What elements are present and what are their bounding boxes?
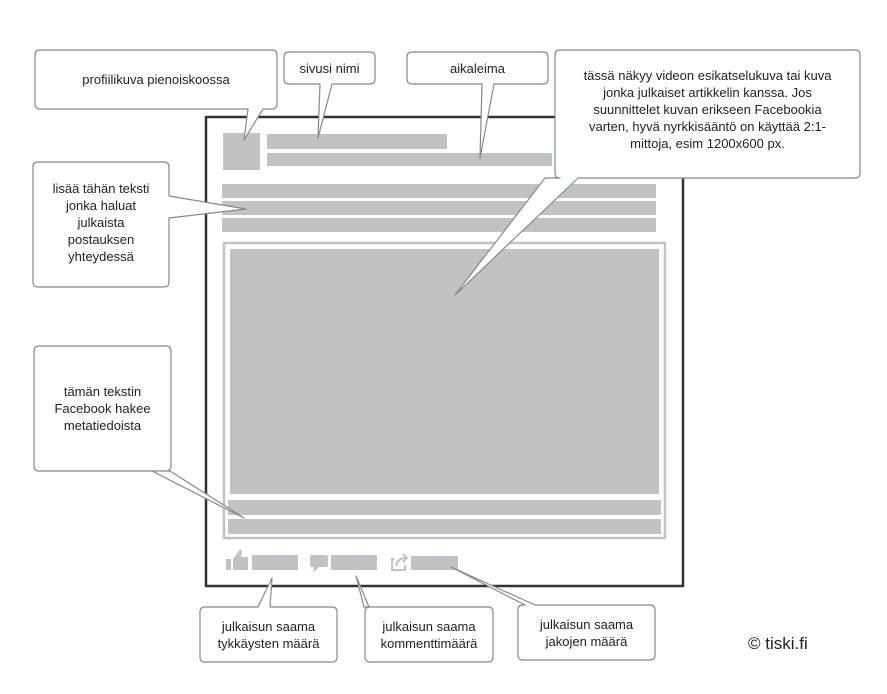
callout-comments-text: julkaisun saama kommenttimäärä (380, 619, 478, 651)
callout-timestamp-text: aikaleima (450, 61, 505, 76)
callout-post-text-text: lisää tähän teksti jonka haluat julkaist… (52, 181, 150, 264)
callout-metadata-text: tämän tekstin Facebook hakee metatiedois… (54, 384, 151, 433)
likes-count-bar (252, 555, 298, 570)
copyright-notice: © tiski.fi (748, 634, 808, 653)
callout-page-name-text: sivusi nimi (299, 61, 360, 76)
post-text-line (222, 201, 656, 215)
preview-title-bar (228, 500, 661, 515)
thumbs-up-icon[interactable] (226, 549, 248, 570)
callout-post-text (32, 161, 247, 288)
profile-thumbnail (223, 133, 260, 170)
callout-profile-text: profiilikuva pienoiskoossa (82, 72, 230, 87)
callout-shares-text: julkaisun saama jakojen määrä (539, 617, 634, 649)
comments-count-bar (331, 555, 377, 570)
callout-shares (450, 566, 656, 661)
preview-image (230, 249, 659, 494)
share-arrow-icon[interactable] (391, 553, 409, 571)
post-text-line (222, 184, 656, 198)
comment-bubble-icon[interactable] (310, 555, 328, 573)
page-name-bar (267, 134, 447, 149)
callout-page-name (283, 51, 376, 139)
callout-timestamp (406, 51, 549, 159)
callout-likes-text: julkaisun saama tykkäysten määrä (217, 619, 320, 651)
preview-description-bar (228, 519, 661, 534)
callout-metadata (33, 345, 245, 519)
callout-profile (34, 49, 278, 141)
callout-image (454, 49, 861, 296)
timestamp-bar (267, 153, 552, 166)
callout-image-text: tässä näkyy videon esikatselukuva tai ku… (583, 68, 832, 151)
callout-comments (355, 575, 494, 663)
post-text-line (222, 218, 656, 232)
shares-count-bar (411, 556, 458, 570)
callout-likes (199, 577, 338, 663)
